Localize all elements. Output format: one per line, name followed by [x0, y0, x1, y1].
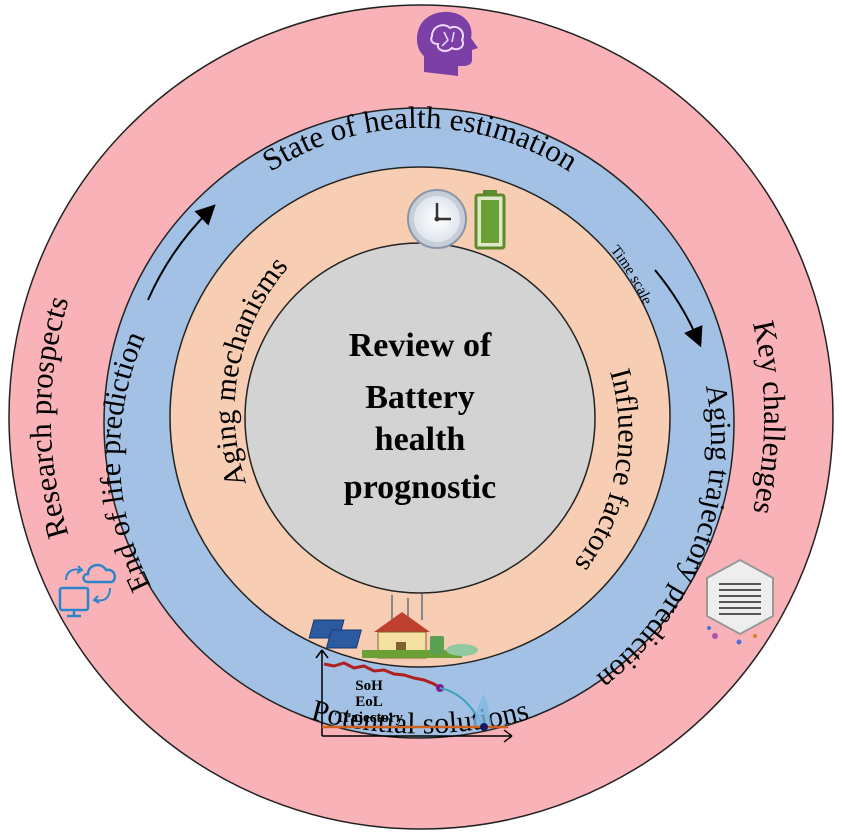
mini-chart-distribution [472, 694, 492, 726]
battery-icon [474, 190, 506, 250]
center-title-line-1: Review of [349, 327, 492, 364]
center-title-line-3: health [375, 421, 466, 458]
mini-chart-label-trajectory: Trajectory [335, 710, 404, 726]
cloud-sync-icon [58, 563, 117, 618]
renewable-house-icon [308, 594, 478, 659]
mini-trajectory-chart: SoH EoL Trajectory [315, 649, 513, 743]
center-title-line-4: prognostic [344, 469, 496, 506]
arrow-right-down [654, 269, 703, 348]
clock-icon [407, 189, 467, 249]
cell-structure-icon [706, 558, 774, 645]
center-title: Review of Battery health prognostic [344, 327, 496, 506]
mini-chart-label-soh: SoH [355, 678, 383, 694]
mini-chart-soh-curve [323, 661, 441, 690]
arrow-left-up [147, 204, 216, 301]
brain-head-icon [416, 11, 478, 76]
center-circle [244, 242, 596, 594]
center-title-line-2: Battery [365, 379, 475, 416]
mini-chart-label-eol: EoL [355, 694, 383, 710]
